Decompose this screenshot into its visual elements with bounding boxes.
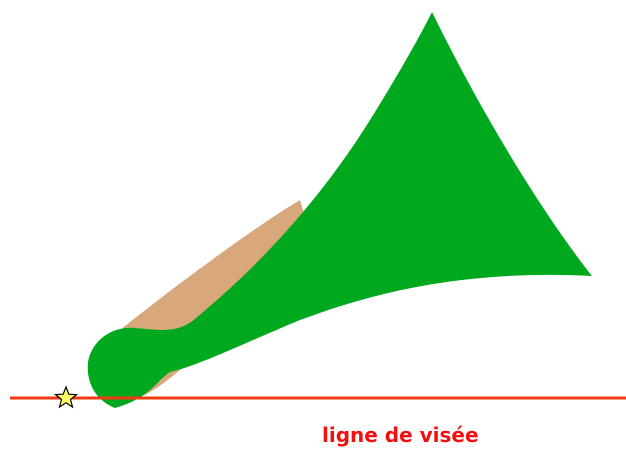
sight-line-label: ligne de visée	[322, 423, 479, 447]
star-icon	[56, 387, 77, 407]
green-shape	[88, 12, 592, 408]
